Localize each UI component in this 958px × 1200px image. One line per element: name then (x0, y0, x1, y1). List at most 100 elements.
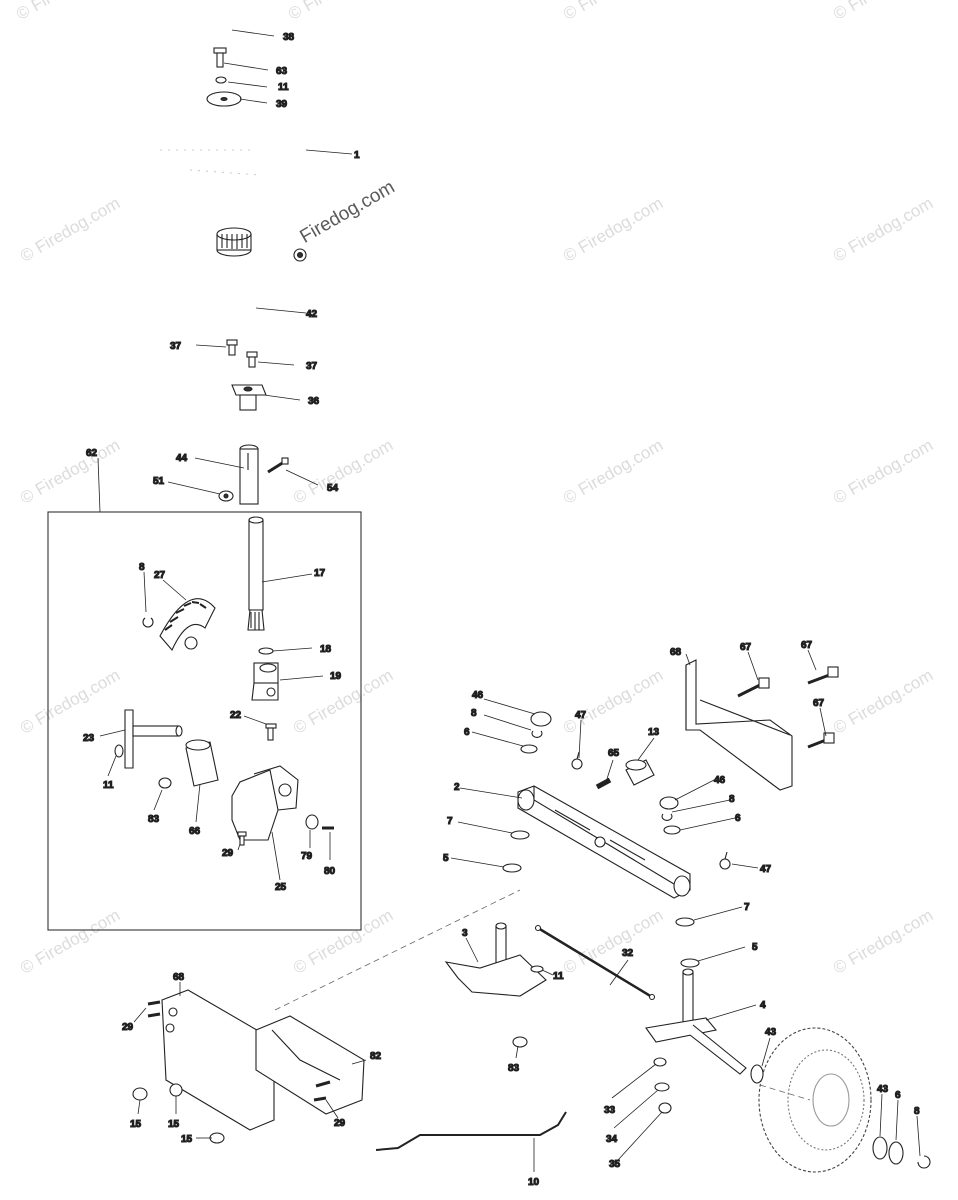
callout-label: 47 (760, 864, 772, 875)
callout-label: 36 (308, 396, 320, 407)
callout-label: 6 (464, 727, 470, 738)
callout-label: 32 (622, 948, 634, 959)
nut-35 (658, 1102, 672, 1114)
callout-label: 15 (181, 1134, 193, 1145)
callout-label: 8 (471, 708, 477, 719)
nut-small (293, 248, 307, 262)
callout-label: 82 (370, 1051, 382, 1062)
cap-46b (659, 796, 679, 810)
bolt-67a (737, 677, 770, 698)
callout-label: 79 (301, 851, 313, 862)
callout-label: 11 (103, 780, 114, 791)
washer-18 (258, 647, 274, 655)
callout-label: 67 (740, 642, 752, 653)
callout-label: 29 (122, 1022, 134, 1033)
front-axle-2 (517, 785, 691, 899)
pivot-bracket-23 (124, 709, 183, 769)
callout-label: 35 (609, 1159, 621, 1170)
front-wheel (758, 1027, 872, 1173)
callout-label: 68 (173, 972, 185, 983)
bolt-54 (267, 457, 289, 474)
nut-15c (209, 1132, 225, 1144)
washer-7a (510, 830, 530, 840)
washer-11 (114, 744, 124, 758)
callout-label: 6 (735, 813, 741, 824)
callout-label: 43 (877, 1084, 889, 1095)
sector-gear-27 (159, 598, 216, 652)
screw-37b (246, 351, 258, 368)
callout-label: 5 (443, 853, 449, 864)
screw-37a (226, 339, 238, 356)
callout-label: 27 (154, 570, 166, 581)
screw-22 (265, 723, 277, 741)
callout-label: 11 (553, 971, 564, 982)
callout-label: 37 (306, 361, 318, 372)
bracket-68b (161, 989, 275, 1131)
nut-15a (132, 1087, 148, 1101)
callout-label: 67 (813, 698, 825, 709)
screw-29 (237, 831, 247, 846)
nut-83b (512, 1036, 528, 1048)
washer-11b (530, 965, 544, 973)
callout-label: 15 (130, 1119, 142, 1130)
callout-label: 2 (454, 782, 460, 793)
callout-label: 33 (604, 1105, 616, 1116)
steering-wheel-faint (160, 149, 261, 176)
spindle-3 (444, 922, 547, 997)
callout-label: 42 (306, 309, 318, 320)
callout-label: 46 (714, 775, 726, 786)
bolt-67b (807, 666, 839, 685)
callout-label: 8 (729, 794, 735, 805)
callout-label: 29 (222, 848, 234, 859)
callout-label: 17 (314, 568, 326, 579)
callout-label: 4 (760, 1000, 766, 1011)
callout-label: 22 (230, 710, 242, 721)
callout-label: 46 (472, 690, 484, 701)
spacer-13 (625, 759, 655, 786)
pin-65 (595, 777, 612, 790)
bolt-63 (213, 47, 227, 68)
washer-33 (653, 1057, 667, 1067)
washer-6a (520, 744, 538, 754)
washer-43b (872, 1136, 888, 1160)
shaft-44 (239, 444, 259, 505)
drag-link-10 (375, 1111, 567, 1151)
callout-label: 15 (168, 1119, 180, 1130)
washer-43a (750, 1064, 764, 1084)
clip-8b (531, 730, 543, 738)
callout-label: 8 (139, 562, 145, 573)
fitting-47a (571, 751, 583, 770)
callout-label: 7 (744, 902, 750, 913)
lock-washer-11 (215, 76, 227, 84)
washer-7b (675, 917, 695, 927)
hub-gear (216, 227, 252, 257)
callout-label: 7 (447, 816, 453, 827)
callout-label: 29 (334, 1118, 346, 1129)
washer-6c (888, 1141, 904, 1165)
callout-label: 63 (276, 66, 288, 77)
callout-label: 5 (752, 942, 758, 953)
spindle-4 (645, 968, 747, 1075)
leader-lines (97, 29, 921, 1172)
callout-label: 39 (276, 99, 288, 110)
nut-83 (158, 777, 172, 789)
washer-5b (680, 958, 700, 968)
callout-label: 3 (462, 928, 468, 939)
callout-label: 80 (324, 866, 336, 877)
callout-label: 68 (670, 647, 682, 658)
washer-6b (663, 825, 681, 835)
callout-label: 65 (608, 748, 620, 759)
callout-label: 47 (575, 710, 587, 721)
bolt-67c (807, 732, 835, 749)
bushing-66 (185, 739, 219, 787)
tie-rod-32 (534, 924, 656, 1001)
callout-label: 25 (275, 882, 287, 893)
callout-label: 6 (895, 1090, 901, 1101)
washer-79 (305, 814, 319, 830)
callout-label: 13 (648, 727, 660, 738)
block-19 (251, 662, 279, 701)
washer-34 (654, 1082, 670, 1092)
assembly-box-62 (47, 511, 362, 931)
